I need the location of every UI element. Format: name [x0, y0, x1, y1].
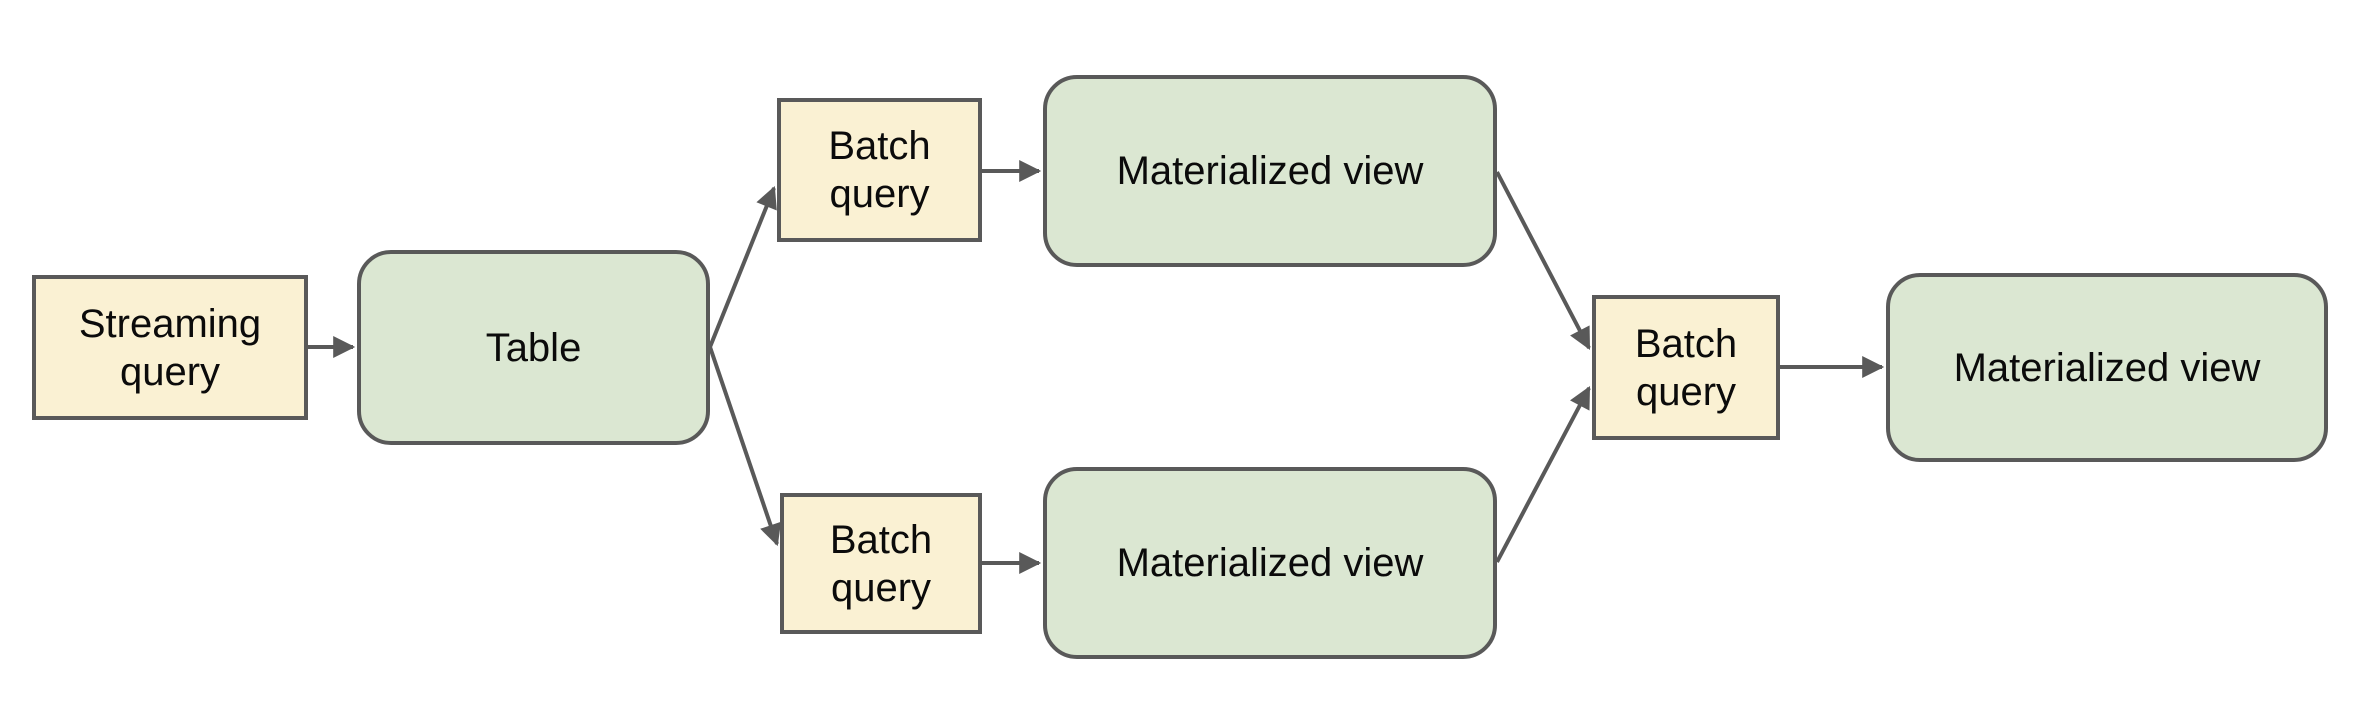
node-label: Materialized view [1116, 149, 1424, 193]
node-label: Batch query [829, 517, 933, 610]
node-batch-query-right: Batch query [1592, 295, 1780, 440]
arrow-mv-top-to-batch-right [1495, 171, 1591, 350]
arrow-mv-bottom-to-batch-right [1495, 386, 1591, 563]
node-materialized-view-bottom: Materialized view [1043, 467, 1497, 659]
node-batch-query-bottom: Batch query [780, 493, 982, 634]
node-materialized-view-right: Materialized view [1886, 273, 2328, 462]
node-label: Materialized view [1116, 541, 1424, 585]
node-batch-query-top: Batch query [777, 98, 982, 242]
arrow-table-to-batch-bottom [708, 346, 782, 547]
node-materialized-view-top: Materialized view [1043, 75, 1497, 267]
arrow-table-to-batch-top [708, 185, 777, 348]
node-label: Table [485, 325, 582, 370]
node-label: Materialized view [1953, 345, 2261, 390]
node-label: Batch query [828, 124, 931, 216]
node-streaming-query: Streaming query [32, 275, 308, 420]
node-label: Batch query [1634, 321, 1738, 414]
node-table: Table [357, 250, 710, 445]
node-label: Streaming query [78, 301, 262, 394]
